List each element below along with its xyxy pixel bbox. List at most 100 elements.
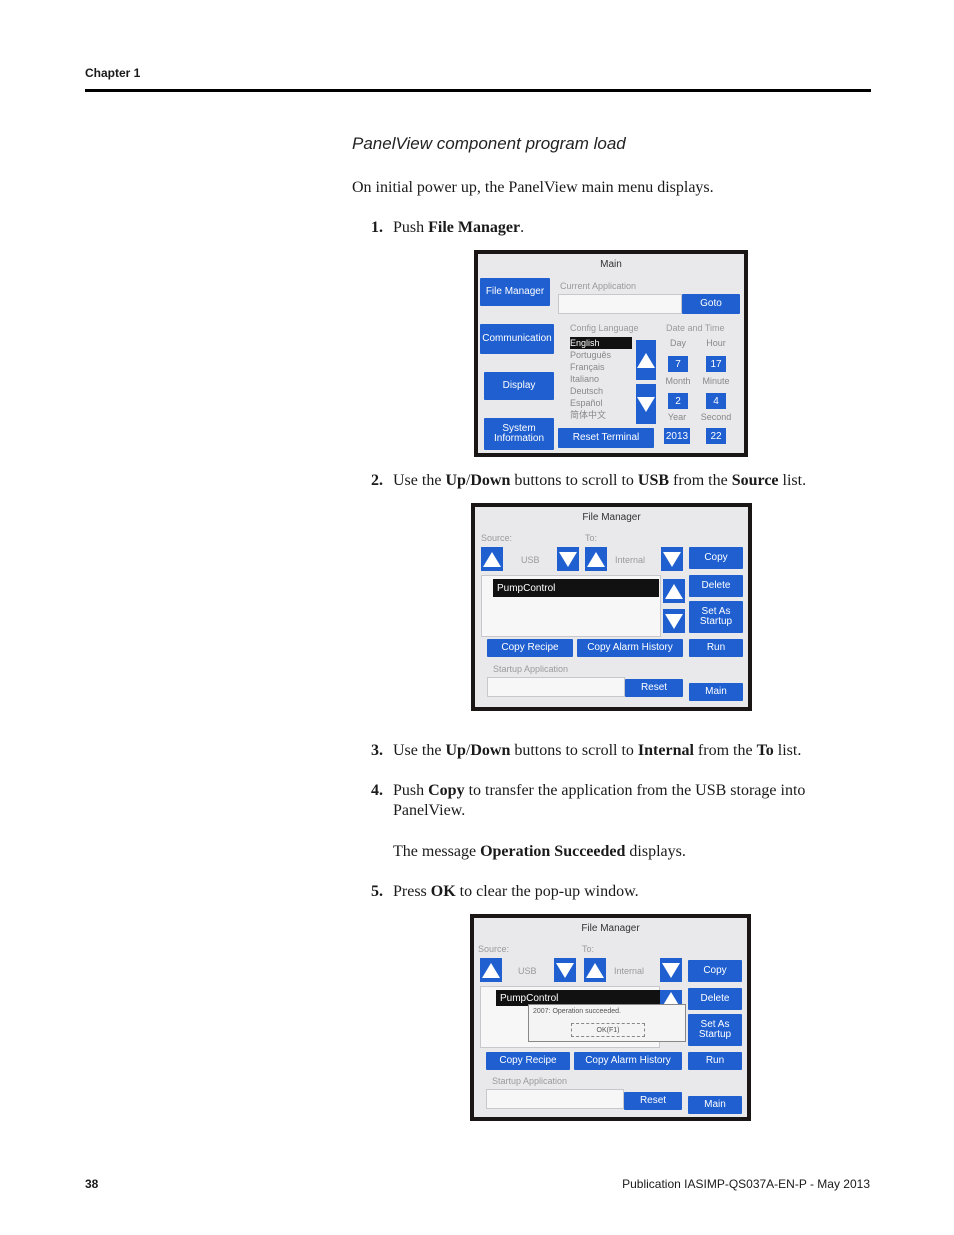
current-application-label: Current Application [560, 281, 637, 291]
header-rule [85, 89, 871, 92]
step-3: 3.Use the Up/Down buttons to scroll to I… [371, 742, 802, 759]
to-value: Internal [614, 966, 645, 976]
file-down-button[interactable] [663, 609, 685, 633]
popup-ok-button[interactable]: OK(F1) [571, 1023, 645, 1037]
arrow-up-icon [483, 551, 501, 567]
step-4-note: The message Operation Succeeded displays… [393, 843, 686, 860]
copy-alarm-history-button[interactable]: Copy Alarm History [574, 1052, 682, 1070]
to-up-button[interactable] [584, 958, 606, 982]
language-item[interactable]: 简体中文 [570, 410, 607, 420]
startup-application-field [486, 1089, 624, 1109]
language-down-button[interactable] [636, 384, 656, 424]
step-2: 2.Use the Up/Down buttons to scroll to U… [371, 472, 807, 489]
date-time-label: Date and Time [666, 323, 725, 333]
step-4: 4.Push Copy to transfer the application … [371, 782, 806, 799]
operation-succeeded-screenshot: File Manager Source: To: USB Internal Co… [470, 914, 751, 1121]
source-label: Source: [481, 533, 513, 543]
run-button[interactable]: Run [689, 639, 743, 657]
step-number: 4. [371, 782, 383, 799]
source-up-button[interactable] [481, 547, 503, 571]
language-up-button[interactable] [636, 340, 656, 380]
current-application-field [558, 294, 682, 314]
source-label: Source: [478, 944, 510, 954]
arrow-up-icon [662, 991, 680, 1007]
screen-title: Main [600, 259, 622, 270]
screen-title: File Manager [581, 923, 640, 934]
language-item[interactable]: Italiano [570, 374, 600, 384]
source-down-button[interactable] [557, 547, 579, 571]
arrow-up-icon [587, 551, 605, 567]
source-up-button[interactable] [480, 958, 502, 982]
file-up-button[interactable] [660, 990, 682, 1008]
source-value: USB [518, 966, 537, 976]
to-up-button[interactable] [585, 547, 607, 571]
communication-button[interactable]: Communication [480, 324, 554, 354]
to-label: To: [585, 533, 598, 543]
language-list[interactable]: English Português Français Italiano Deut… [570, 337, 632, 421]
display-button[interactable]: Display [484, 372, 554, 400]
delete-button[interactable]: Delete [688, 988, 742, 1010]
day-value[interactable]: 7 [668, 356, 688, 372]
page-number: 38 [85, 1177, 99, 1191]
main-button[interactable]: Main [689, 683, 743, 701]
to-value: Internal [615, 555, 646, 565]
file-item[interactable]: PumpControl [496, 990, 660, 1006]
hour-value[interactable]: 17 [706, 356, 726, 372]
main-button[interactable]: Main [688, 1096, 742, 1114]
arrow-up-icon [637, 352, 655, 368]
intro-text: On initial power up, the PanelView main … [352, 179, 714, 196]
month-value[interactable]: 2 [668, 393, 688, 409]
arrow-up-icon [586, 962, 604, 978]
copy-recipe-button[interactable]: Copy Recipe [486, 1052, 570, 1070]
run-button[interactable]: Run [688, 1052, 742, 1070]
arrow-down-icon [663, 551, 681, 567]
language-item[interactable]: Français [570, 362, 605, 372]
day-label: Day [669, 338, 686, 348]
popup-message: 2007: Operation succeeded. [533, 1008, 621, 1015]
to-down-button[interactable] [661, 547, 683, 571]
system-information-button[interactable]: System Information [484, 418, 554, 450]
copy-recipe-button[interactable]: Copy Recipe [487, 639, 573, 657]
language-item[interactable]: Português [570, 350, 612, 360]
step-number: 1. [371, 219, 383, 236]
arrow-up-icon [665, 583, 683, 599]
startup-application-field [487, 677, 625, 697]
second-label: Second [700, 412, 732, 422]
language-item[interactable]: Deutsch [570, 386, 604, 396]
set-as-startup-button[interactable]: Set As Startup [688, 1014, 742, 1046]
language-item[interactable]: English [570, 337, 632, 349]
minute-value[interactable]: 4 [706, 393, 726, 409]
file-up-button[interactable] [663, 579, 685, 603]
config-language-label: Config Language [570, 323, 639, 333]
step-1: 1.Push File Manager. [371, 219, 525, 236]
reset-button[interactable]: Reset [625, 679, 683, 697]
operation-popup: 2007: Operation succeeded. OK(F1) [528, 1004, 686, 1042]
second-value[interactable]: 22 [706, 428, 726, 444]
hour-label: Hour [706, 338, 726, 348]
copy-button[interactable]: Copy [689, 547, 743, 569]
minute-label: Minute [702, 376, 730, 386]
arrow-down-icon [637, 396, 655, 412]
reset-terminal-button[interactable]: Reset Terminal [558, 428, 654, 448]
reset-button[interactable]: Reset [624, 1092, 682, 1110]
step-number: 3. [371, 742, 383, 759]
file-item[interactable]: PumpControl [493, 579, 659, 597]
to-down-button[interactable] [660, 958, 682, 982]
language-item[interactable]: Español [570, 398, 603, 408]
copy-alarm-history-button[interactable]: Copy Alarm History [577, 639, 683, 657]
section-caption: PanelView component program load [352, 134, 626, 153]
delete-button[interactable]: Delete [689, 575, 743, 597]
step-number: 5. [371, 883, 383, 900]
to-label: To: [582, 944, 595, 954]
file-manager-button[interactable]: File Manager [480, 278, 550, 306]
copy-button[interactable]: Copy [688, 960, 742, 982]
year-value[interactable]: 2013 [664, 428, 690, 444]
arrow-down-icon [665, 613, 683, 629]
step-5: 5.Press OK to clear the pop-up window. [371, 883, 639, 900]
screen-title: File Manager [582, 512, 641, 523]
main-menu-screenshot: Main File Manager Communication Display … [474, 250, 748, 457]
set-as-startup-button[interactable]: Set As Startup [689, 601, 743, 633]
source-down-button[interactable] [554, 958, 576, 982]
arrow-down-icon [556, 962, 574, 978]
goto-button[interactable]: Goto [682, 294, 740, 314]
